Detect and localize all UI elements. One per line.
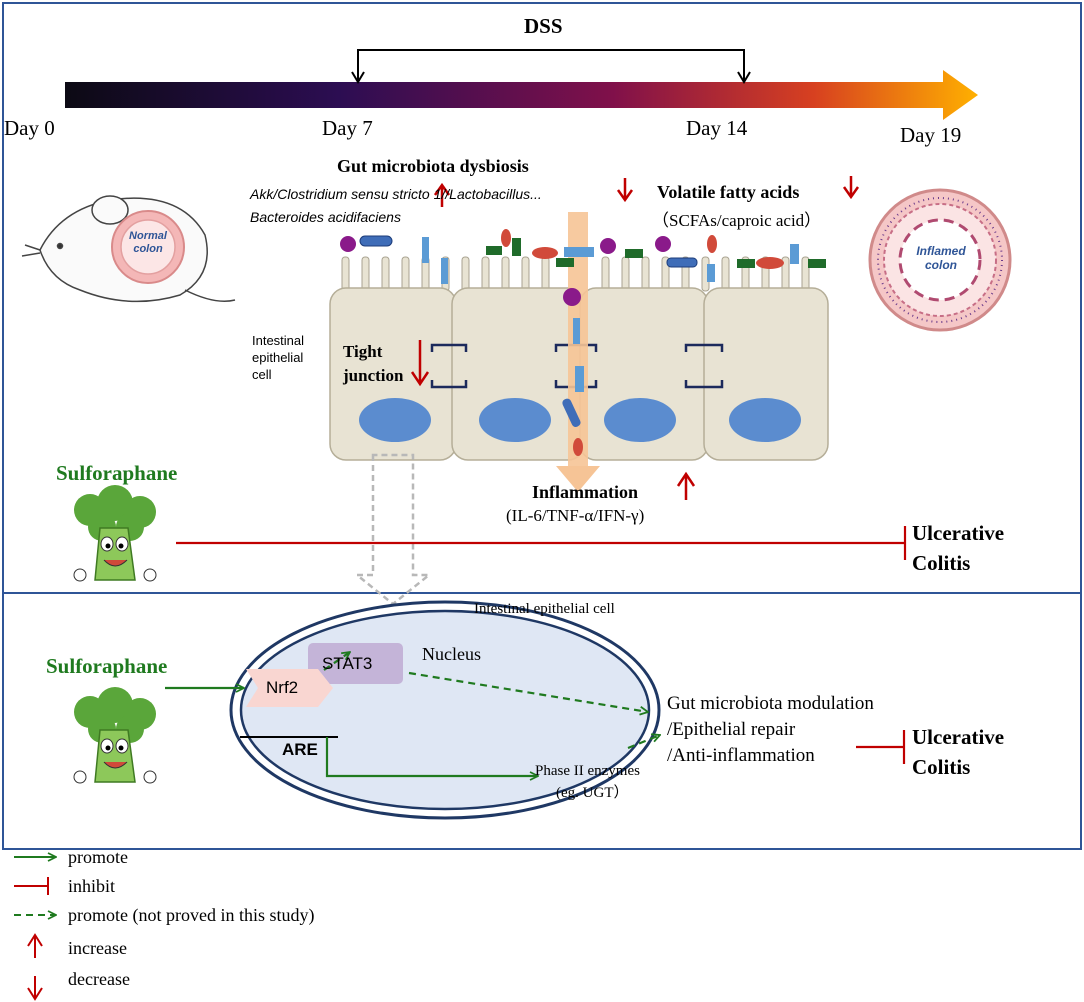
- legend-increase: increase: [68, 938, 127, 958]
- inflamed-colon-icon: [868, 188, 1012, 332]
- translocation-arrow: [353, 453, 433, 606]
- stat3-box: [308, 643, 403, 684]
- legend-promote-dashed: promote (not proved in this study): [68, 905, 315, 925]
- colitis-top: Colitis: [912, 551, 971, 575]
- bacteria-down: Akk/Clostridium sensu stricto 1//Lactoba…: [250, 186, 542, 202]
- iec-label-bottom: Intestinal epithelial cell: [474, 601, 615, 617]
- dss-label: DSS: [524, 14, 563, 38]
- bottom-dashed-arrows: [323, 652, 660, 750]
- normal-colon-label: Normal colon: [129, 230, 167, 255]
- day14-label: Day 14: [686, 116, 748, 140]
- stat3-label: STAT3: [322, 654, 373, 673]
- legend-symbols: [14, 857, 56, 1001]
- legend-inhibit: inhibit: [68, 876, 116, 896]
- top-inhibit-line: [176, 526, 907, 560]
- outcome-1: Gut microbiota modulation: [667, 693, 874, 714]
- outcome-2: /Epithelial repair: [667, 719, 796, 740]
- outcome-3: /Anti-inflammation: [667, 745, 815, 766]
- broccoli-top: [73, 485, 157, 582]
- ulcerative-bottom: Ulcerative: [912, 725, 1005, 749]
- bacteria-up: Bacteroides acidifaciens: [250, 209, 401, 225]
- sulforaphane-bottom: Sulforaphane: [46, 654, 168, 678]
- nrf2-label: Nrf2: [266, 678, 299, 697]
- dss-bracket: [351, 49, 751, 84]
- sulforaphane-top: Sulforaphane: [56, 461, 178, 485]
- timeline-arrow: [65, 70, 978, 120]
- day0-label: Day 0: [4, 116, 55, 140]
- legend-promote: promote: [68, 847, 128, 867]
- bottom-inhibit-line: [856, 730, 906, 764]
- legend-decrease: decrease: [68, 969, 130, 989]
- day7-label: Day 7: [322, 116, 373, 140]
- bottom-promote-arrows: [165, 688, 538, 776]
- nucleus-label: Nucleus: [422, 644, 481, 664]
- inflammation-sub: (IL-6/TNF-α/IFN-γ): [506, 506, 645, 525]
- bacteria: [340, 229, 826, 456]
- vfa-sub: （SCFAs/caproic acid）: [652, 211, 822, 230]
- phase2-label: Phase II enzymes: [535, 763, 640, 779]
- gut-title: Gut microbiota dysbiosis: [337, 156, 529, 176]
- phase2-sub: (eg. UGT）: [556, 785, 629, 801]
- normal-colon-icon: [111, 210, 185, 284]
- iec-label-top: Intestinal epithelial cell: [252, 333, 305, 382]
- are-label: ARE: [282, 740, 318, 759]
- tight-junction-label: Tight junction: [343, 342, 404, 385]
- bottom-panel: [2, 592, 1082, 850]
- colitis-bottom: Colitis: [912, 755, 971, 779]
- red-indicator-arrows: [410, 176, 860, 500]
- vfa-title: Volatile fatty acids: [657, 182, 800, 202]
- broccoli-bottom: [73, 687, 157, 784]
- inflamed-colon-label: Inflamed colon: [916, 244, 966, 272]
- inflammation-label: Inflammation: [532, 482, 639, 502]
- nrf2-box: [246, 669, 333, 707]
- day19-label: Day 19: [900, 123, 962, 147]
- ulcerative-top: Ulcerative: [912, 521, 1005, 545]
- cell-nuclei: [359, 398, 801, 442]
